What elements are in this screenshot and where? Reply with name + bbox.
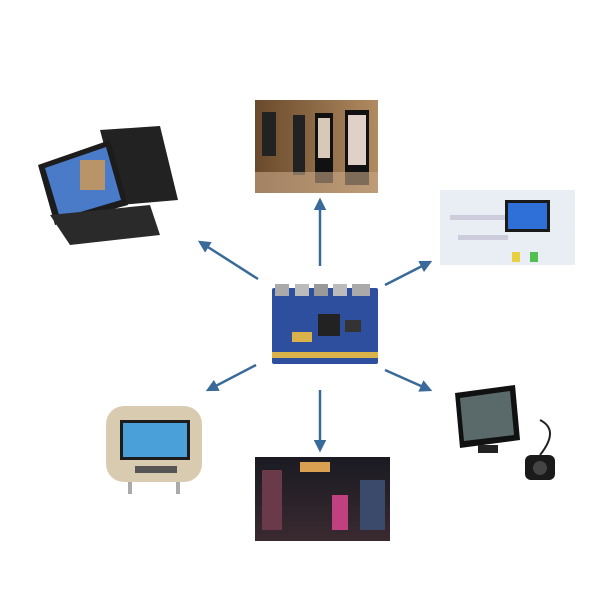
headrest-monitor-image xyxy=(106,406,202,494)
arrow-down-left xyxy=(205,363,257,392)
arrow-down-right xyxy=(384,368,433,392)
car-monitor-camera-image xyxy=(455,385,555,480)
street-signage-image xyxy=(255,457,390,541)
kiosk-displays-image xyxy=(255,100,378,193)
arrows xyxy=(197,197,433,453)
pos-terminal-image xyxy=(38,126,178,245)
arrow-up-right xyxy=(384,260,433,287)
display-shelf-image xyxy=(440,190,575,265)
arrow-up-left xyxy=(197,240,259,281)
mainboard-image xyxy=(272,284,378,364)
